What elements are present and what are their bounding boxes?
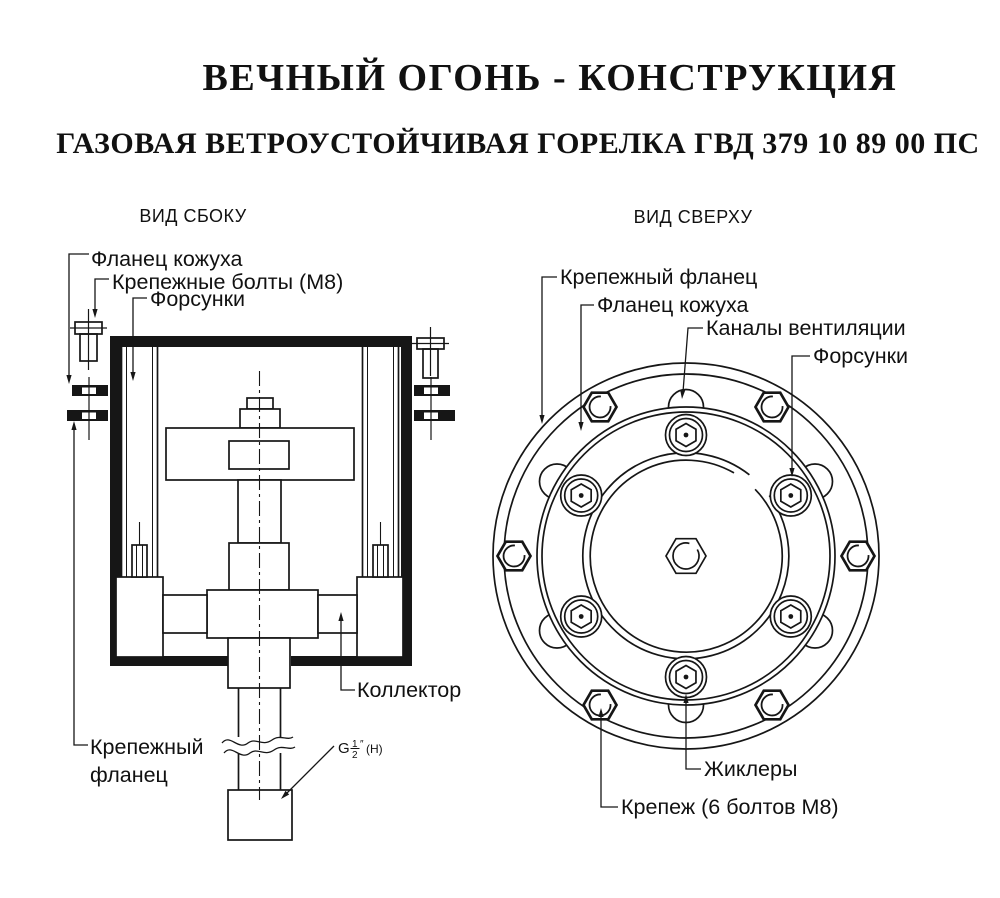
label-mounting-flange-top: Крепежный фланец — [560, 265, 757, 289]
label-nozzles-top: Форсунки — [813, 344, 908, 368]
label-nozzles-side: Форсунки — [150, 287, 245, 311]
side-block-left — [115, 576, 164, 658]
label-mounting-bolts: Крепежные болты (М8) — [112, 270, 343, 294]
top-view-drawing — [492, 362, 880, 750]
mounting-bolt-right — [412, 327, 449, 440]
leader-mounting-flange-side — [73, 426, 88, 746]
center-hex-fitting — [665, 537, 707, 575]
thread-suffix: (Н) — [366, 742, 383, 756]
label-collector: Коллектор — [357, 678, 461, 702]
page-title: ВЕЧНЫЙ ОГОНЬ - КОНСТРУКЦИЯ — [203, 57, 898, 99]
component-labels: Фланец кожуха Крепежные болты (М8) Форсу… — [90, 247, 908, 819]
thread-inch-mark: ″ — [360, 739, 364, 750]
thread-letter: G — [338, 740, 350, 757]
label-jets: Жиклеры — [704, 757, 797, 781]
label-fasteners: Крепеж (6 болтов М8) — [621, 795, 839, 819]
side-block-right — [356, 576, 404, 658]
leader-fasteners — [600, 714, 618, 808]
label-casing-flange-top: Фланец кожуха — [597, 293, 748, 317]
thread-denominator: 2 — [352, 750, 358, 761]
leader-nozzles-top — [791, 355, 810, 470]
leader-casing-flange-side — [68, 253, 89, 378]
label-thread-spec: G 1 2 ″ (Н) — [338, 739, 383, 761]
collector-arm-right — [317, 594, 358, 634]
jet-right — [372, 522, 389, 578]
leader-thread — [282, 745, 335, 798]
supply-pipe — [221, 688, 296, 841]
leader-casing-flange-top — [580, 304, 594, 424]
mounting-bolt-left — [70, 309, 107, 440]
collector-arm-left — [162, 594, 208, 634]
collector-body — [206, 589, 319, 639]
pipe-break-line — [223, 746, 296, 756]
label-casing-flange-side: Фланец кожуха — [91, 247, 242, 271]
bowl-edge-outer — [582, 451, 790, 660]
nozzle-tube-right — [361, 347, 400, 577]
side-view-drawing — [67, 309, 455, 841]
leader-nozzles-side — [132, 297, 147, 374]
leader-collector — [340, 618, 355, 691]
page-subtitle: ГАЗОВАЯ ВЕТРОУСТОЙЧИВАЯ ГОРЕЛКА ГВД 379 … — [56, 127, 979, 160]
pipe-break-line — [221, 736, 294, 746]
side-view-title: ВИД СБОКУ — [139, 206, 246, 226]
leader-mounting-bolts — [94, 278, 109, 312]
leader-arrowheads — [66, 309, 795, 799]
jet-left — [131, 522, 148, 578]
header: ВЕЧНЫЙ ОГОНЬ - КОНСТРУКЦИЯ ГАЗОВАЯ ВЕТРО… — [56, 57, 979, 227]
thread-numerator: 1 — [352, 739, 358, 750]
leader-lines — [66, 253, 810, 808]
leader-vent-channels — [682, 327, 703, 393]
top-view-title: ВИД СВЕРХУ — [634, 207, 753, 227]
nozzle-tube-left — [120, 347, 159, 577]
label-mounting-flange-side: Крепежный — [90, 735, 204, 759]
leader-mounting-flange-top — [541, 276, 557, 417]
leader-jets — [685, 700, 701, 770]
bowl-edge-inner — [589, 459, 784, 653]
label-vent-channels: Каналы вентиляции — [706, 316, 906, 340]
label-mounting-flange-side-2: фланец — [90, 763, 168, 787]
